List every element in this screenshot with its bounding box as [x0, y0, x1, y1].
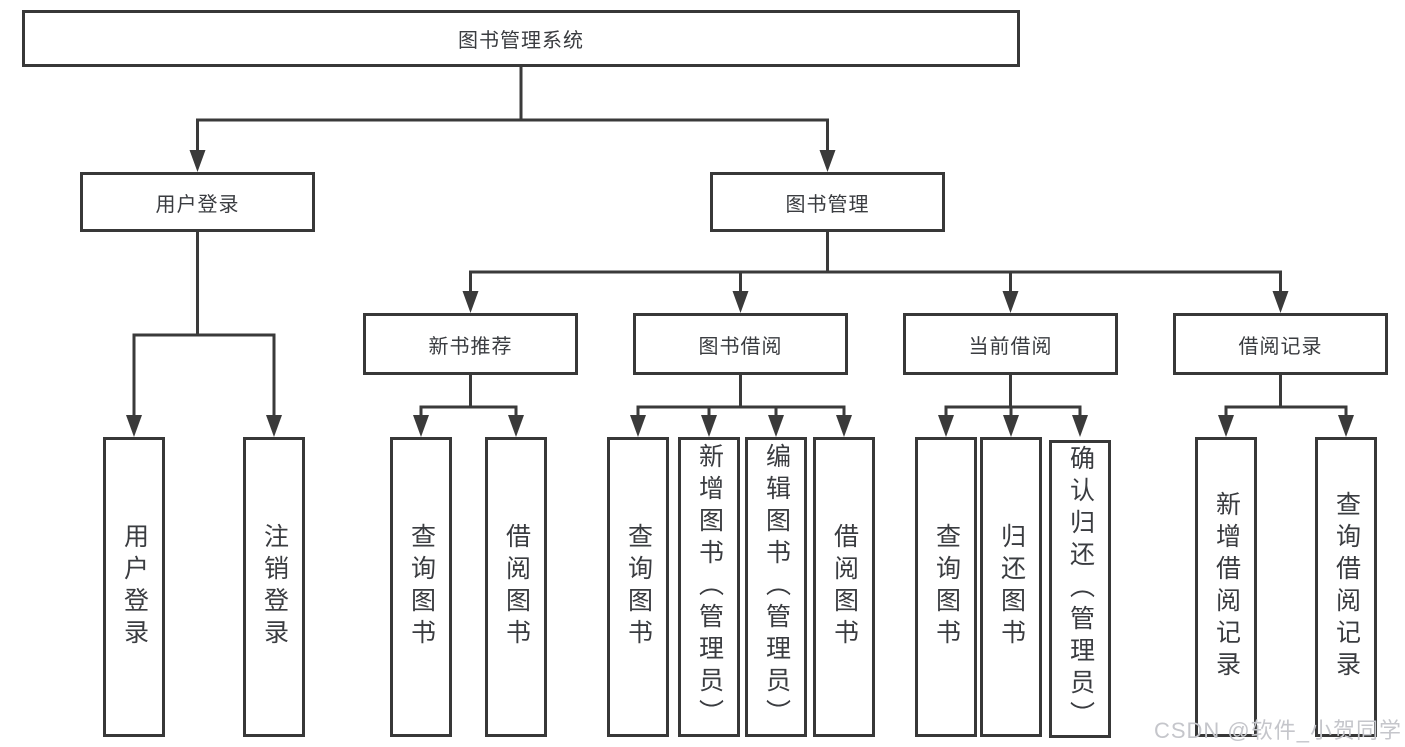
leaf-borrow-books: 借阅图书: [813, 437, 875, 737]
node-current-borrow-label: 当前借阅: [968, 335, 1053, 358]
node-borrow-records-label: 借阅记录: [1238, 335, 1323, 358]
node-current-borrow: 当前借阅: [903, 313, 1118, 375]
leaf-user-login: 用户登录: [103, 437, 165, 737]
leaf-add-books-admin: 新增图书（管理员）: [678, 437, 740, 737]
node-new-book-recommend: 新书推荐: [363, 313, 578, 375]
node-user-login: 用户登录: [80, 172, 315, 232]
leaf-borrow-query-books: 查询图书: [607, 437, 669, 737]
leaf-edit-books-admin: 编辑图书（管理员）: [745, 437, 807, 737]
node-root: 图书管理系统: [22, 10, 1020, 67]
leaf-recommend-borrow-books: 借阅图书: [485, 437, 547, 737]
leaf-current-query-books-label: 查询图书: [932, 523, 961, 651]
leaf-return-books: 归还图书: [980, 437, 1042, 737]
leaf-add-borrow-record-label: 新增借阅记录: [1212, 491, 1241, 683]
node-user-login-label: 用户登录: [155, 193, 240, 216]
leaf-confirm-return-admin: 确认归还（管理员）: [1049, 440, 1111, 738]
leaf-recommend-query-books-label: 查询图书: [407, 523, 436, 651]
node-book-borrow-label: 图书借阅: [698, 335, 783, 358]
leaf-logout: 注销登录: [243, 437, 305, 737]
leaf-logout-label: 注销登录: [260, 523, 289, 651]
leaf-borrow-books-label: 借阅图书: [830, 523, 859, 651]
leaf-query-borrow-record-label: 查询借阅记录: [1332, 491, 1361, 683]
csdn-watermark: CSDN @软件_小贺同学: [1153, 718, 1402, 743]
leaf-recommend-borrow-books-label: 借阅图书: [502, 523, 531, 651]
leaf-current-query-books: 查询图书: [915, 437, 977, 737]
leaf-edit-books-admin-label: 编辑图书（管理员）: [762, 443, 791, 731]
leaf-borrow-query-books-label: 查询图书: [624, 523, 653, 651]
node-root-label: 图书管理系统: [458, 30, 584, 52]
leaf-confirm-return-admin-label: 确认归还（管理员）: [1066, 445, 1095, 733]
leaf-query-borrow-record: 查询借阅记录: [1315, 437, 1377, 737]
leaf-add-books-admin-label: 新增图书（管理员）: [695, 443, 724, 731]
leaf-add-borrow-record: 新增借阅记录: [1195, 437, 1257, 737]
leaf-recommend-query-books: 查询图书: [390, 437, 452, 737]
node-borrow-records: 借阅记录: [1173, 313, 1388, 375]
leaf-user-login-label: 用户登录: [120, 523, 149, 651]
node-book-management: 图书管理: [710, 172, 945, 232]
leaf-return-books-label: 归还图书: [997, 523, 1026, 651]
node-new-book-recommend-label: 新书推荐: [428, 335, 513, 358]
node-book-borrow: 图书借阅: [633, 313, 848, 375]
node-book-management-label: 图书管理: [785, 193, 870, 216]
